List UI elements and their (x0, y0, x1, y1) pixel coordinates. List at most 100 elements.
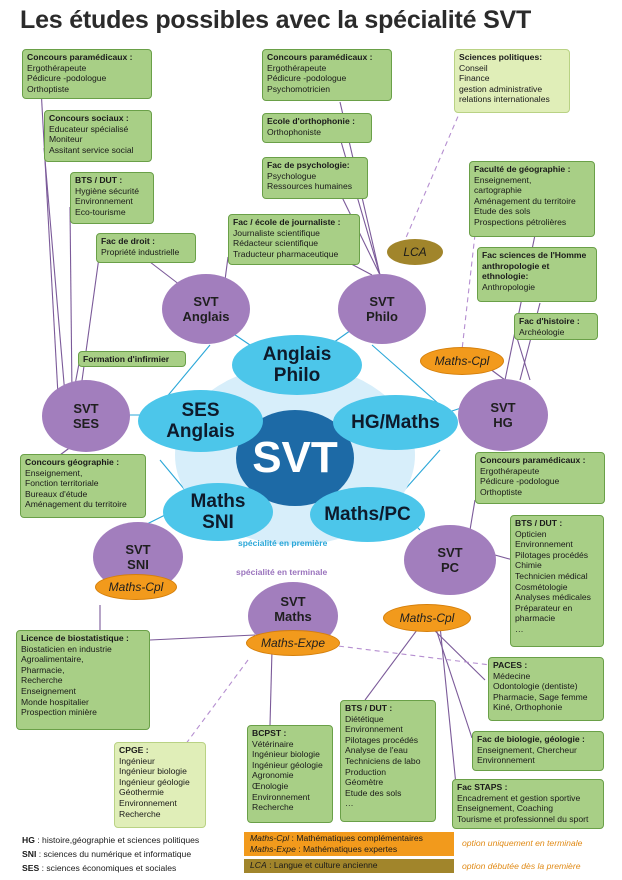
box-line: Rédacteur scientifique (233, 238, 319, 249)
box-line: Pilotages procédés (515, 549, 589, 560)
box-line: Etude des sols (474, 206, 531, 217)
box-fac-geographie: Faculté de géographie :Enseignement,cart… (469, 161, 595, 237)
node-svt-pc: SVT PC (404, 525, 496, 595)
node-maths-pc: Maths/PC (310, 487, 425, 542)
box-line: Prospection minière (21, 707, 97, 718)
box-line: Aménagement du territoire (474, 195, 576, 206)
legend-hg-text: : histoire,géographie et sciences politi… (34, 835, 200, 845)
box-heading: Fac de droit : (101, 236, 155, 246)
legend-sni: SNI : sciences du numérique et informati… (22, 848, 191, 861)
box-line: Odontologie (dentiste) (493, 681, 578, 692)
node-svt-pc-line2: PC (440, 560, 460, 575)
pill-maths-cpl-sni-label: Maths-Cpl (108, 580, 164, 594)
node-svt-anglais-line1: SVT (193, 294, 219, 309)
box-orthophonie: Ecole d'orthophonie :Orthophoniste (262, 113, 372, 143)
box-concours-geographie: Concours géographie :Enseignement,Foncti… (20, 454, 146, 518)
node-svt-ses-line2: SES (72, 416, 99, 431)
node-anglais-philo: Anglais Philo (232, 335, 362, 395)
legend-note-terminale: option uniquement en terminale (462, 838, 583, 848)
box-line: Monde hospitalier (21, 696, 89, 707)
box-heading: Sciences politiques: (459, 52, 543, 62)
box-heading: Concours paramédicaux : (480, 455, 586, 465)
box-heading: Formation d'infirmier (83, 354, 170, 364)
pill-maths-cpl-pc: Maths-Cpl (383, 604, 471, 632)
legend-lca-band: LCA : Langue et culture ancienne (244, 859, 454, 873)
node-svt-philo: SVT Philo (338, 274, 426, 344)
box-heading: Fac de biologie, géologie : (477, 734, 585, 744)
box-line: … (515, 623, 524, 634)
box-line: Ergothérapeute (480, 465, 540, 476)
box-staps: Fac STAPS :Encadrement et gestion sporti… (452, 779, 604, 829)
node-hg-maths-label: HG/Maths (351, 412, 440, 433)
box-line: Recherche (252, 802, 294, 813)
box-line: Orthoptiste (27, 83, 70, 94)
box-line: Pédicure -podologue (480, 476, 560, 487)
box-line: cartographie (474, 185, 522, 196)
box-heading: Fac / école de journaliste : (233, 217, 341, 227)
pill-maths-expe: Maths-Expe (246, 630, 340, 656)
box-heading: Concours paramédicaux : (27, 52, 133, 62)
box-line: Enseignement, (25, 467, 83, 478)
box-line: Anthropologie (482, 281, 536, 292)
box-line: Vétérinaire (252, 738, 294, 749)
node-svt-ses-line1: SVT (73, 401, 99, 416)
node-svt-philo-line1: SVT (369, 294, 395, 309)
legend-ses-abbr: SES (22, 863, 40, 873)
box-line: Traducteur pharmaceutique (233, 248, 339, 259)
pill-lca-label: LCA (403, 245, 427, 259)
box-line: Etude des sols (345, 787, 402, 798)
node-svt-philo-line2: Philo (366, 309, 398, 324)
box-line: gestion administrative (459, 83, 543, 94)
box-line: Pédicure -podologue (27, 73, 107, 84)
box-line: Orthoptiste (480, 486, 523, 497)
box-line: Journaliste scientifique (233, 227, 320, 238)
box-line: … (345, 798, 354, 809)
pill-maths-cpl-pc-label: Maths-Cpl (399, 611, 455, 625)
box-heading: Fac STAPS : (457, 782, 508, 792)
box-line: Ergothérapeute (27, 62, 87, 73)
box-line: Conseil (459, 62, 488, 73)
box-line: Diététique (345, 713, 384, 724)
box-line: Aménagement du territoire (25, 499, 127, 510)
legend-hg-abbr: HG (22, 835, 35, 845)
box-line: Fonction territoriale (25, 478, 99, 489)
node-maths-sni: Maths SNI (163, 483, 273, 541)
box-line: Environnement (477, 755, 535, 766)
box-heading: Ecole d'orthophonie : (267, 116, 355, 126)
box-line: Environnement (515, 539, 573, 550)
box-line: Psychomotricien (267, 83, 331, 94)
box-line: Prospections pétrolières (474, 216, 567, 227)
box-line: Ressources humaines (267, 181, 353, 192)
legend-sni-abbr: SNI (22, 849, 37, 859)
box-line: Ingénieur géologie (252, 759, 323, 770)
node-svt-ses: SVT SES (42, 380, 130, 452)
box-heading: BCPST : (252, 728, 287, 738)
box-line: Finance (459, 73, 490, 84)
box-line: Assitant service social (49, 144, 134, 155)
node-svt-maths-line2: Maths (274, 609, 312, 624)
box-anthropologie: Fac sciences de l'Homme anthropologie et… (477, 247, 597, 302)
box-line: Educateur spécialisé (49, 123, 129, 134)
page-title: Les études possibles avec la spécialité … (20, 6, 532, 34)
box-line: Pilotages procédés (345, 734, 419, 745)
box-line: Pharmacie, (21, 664, 65, 675)
box-line: Géothermie (119, 787, 164, 798)
box-line: Ingénieur biologie (119, 766, 187, 777)
box-journalisme: Fac / école de journaliste :Journaliste … (228, 214, 360, 265)
legend-maths-cpl-abbr: Maths-Cpl (250, 833, 290, 843)
node-svt-sni-line1: SVT (125, 542, 151, 557)
box-line: Géomètre (345, 777, 384, 788)
node-svt-sni-line2: SNI (127, 557, 149, 572)
box-line: Recherche (21, 675, 63, 686)
box-line: Environnement (345, 724, 403, 735)
box-line: Eco-tourisme (75, 206, 126, 217)
node-svt-anglais-line2: Anglais (182, 309, 230, 324)
node-maths-pc-label: Maths/PC (324, 504, 411, 525)
box-line: Agroalimentaire, (21, 654, 84, 665)
node-hg-maths: HG/Maths (333, 395, 458, 450)
